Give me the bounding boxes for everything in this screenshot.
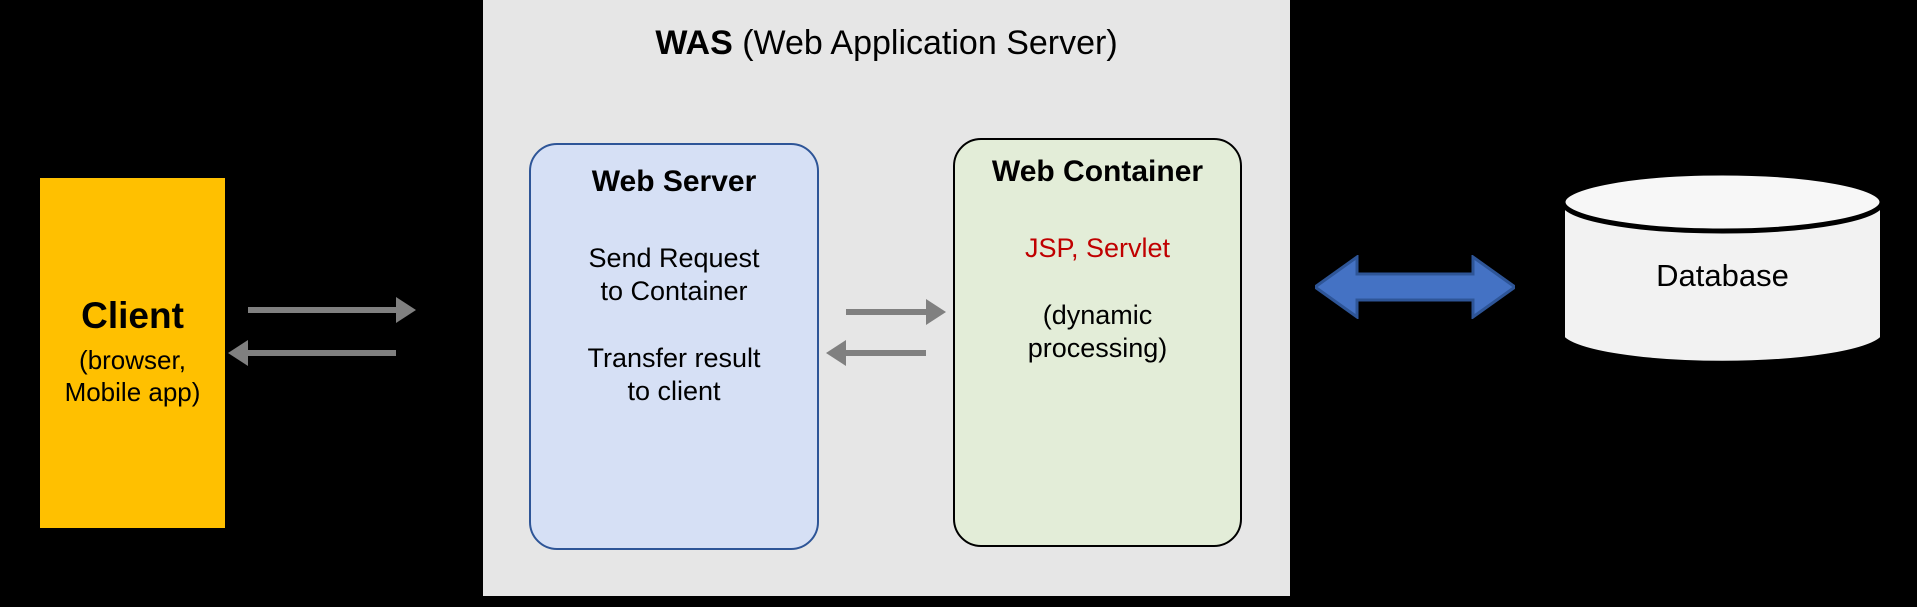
web-container-note-line-1: (dynamic <box>1042 299 1153 330</box>
arrowhead-left-icon <box>826 340 846 366</box>
web-container-node[interactable]: Web Container JSP, Servlet (dynamic proc… <box>953 138 1242 547</box>
web-server-title: Web Server <box>591 165 757 198</box>
web-server-line-1: Send Request <box>588 243 760 273</box>
was-title-expansion: (Web Application Server) <box>732 24 1118 62</box>
client-title: Client <box>81 295 184 337</box>
arrow-web-container-to-database-icon <box>1315 255 1515 319</box>
arrow-web-server-to-web-container <box>846 299 946 325</box>
client-subtitle-line-2: Mobile app) <box>64 377 201 408</box>
arrowhead-right-icon <box>396 297 416 323</box>
web-server-node[interactable]: Web Server Send Request to Container Tra… <box>529 143 819 550</box>
web-container-title: Web Container <box>991 155 1204 188</box>
database-node[interactable] <box>1560 170 1885 370</box>
was-title-abbrev: WAS <box>655 24 733 62</box>
web-container-note-line-2: processing) <box>1027 332 1168 363</box>
arrowhead-right-icon <box>926 299 946 325</box>
arrow-client-to-web-server <box>248 297 416 323</box>
database-label: Database <box>1656 258 1789 293</box>
web-server-line-2: to Container <box>600 275 748 306</box>
arrowhead-left-icon <box>228 340 248 366</box>
was-panel-title: WAS (Web Application Server) <box>483 24 1290 63</box>
client-node[interactable]: Client (browser, Mobile app) <box>40 178 225 528</box>
client-subtitle-line-1: (browser, <box>79 344 186 375</box>
web-server-line-4: to client <box>627 375 721 406</box>
web-container-tech-label: JSP, Servlet <box>1024 233 1171 263</box>
arrow-web-server-to-client <box>228 340 396 366</box>
web-server-line-3: Transfer result <box>587 342 761 373</box>
arrow-web-container-to-web-server <box>826 340 926 366</box>
